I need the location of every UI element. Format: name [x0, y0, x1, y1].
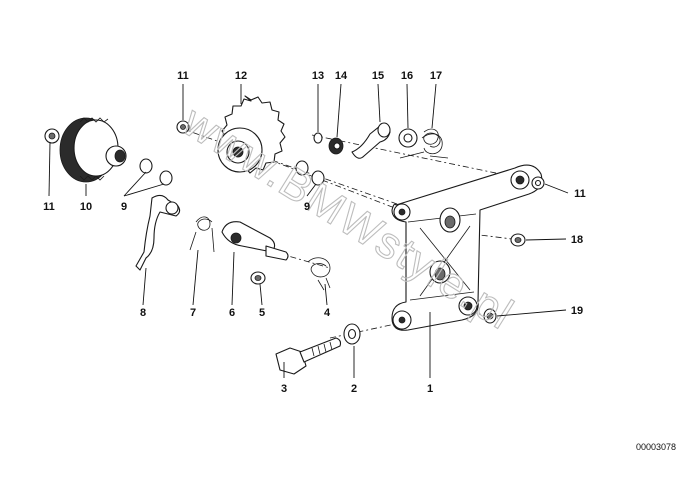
- callout-13: 13: [312, 70, 324, 82]
- parts-9-rings: [139, 158, 325, 186]
- callout-4: 4: [324, 307, 331, 319]
- part-12-large-sprocket: [176, 95, 286, 174]
- callout-labels: 1 2 3 4 5 6 7 8 9 9 10 11 11 11 12 13 14…: [43, 70, 586, 395]
- callout-5: 5: [259, 307, 265, 319]
- callout-6: 6: [229, 307, 235, 319]
- callout-11-left: 11: [43, 201, 55, 213]
- diagram-reference-code: 00003078: [635, 442, 676, 452]
- callout-1: 1: [427, 383, 433, 395]
- callout-10: 10: [80, 201, 92, 213]
- part-3-bolt: [275, 337, 342, 375]
- callout-9-right: 9: [304, 201, 310, 213]
- callout-7: 7: [190, 307, 196, 319]
- callout-18: 18: [571, 234, 583, 246]
- part-4-clip: [307, 257, 331, 291]
- callout-9-left: 9: [121, 201, 127, 213]
- part-6-shaft: [221, 221, 289, 261]
- parts-11-18-19-washers: [483, 176, 545, 324]
- parts-13-17-spring-lever-set: [313, 122, 449, 159]
- part-1-main-bracket: [391, 164, 543, 331]
- callout-19: 19: [571, 305, 583, 317]
- callout-8: 8: [140, 307, 146, 319]
- callout-16: 16: [401, 70, 413, 82]
- callout-3: 3: [281, 383, 287, 395]
- callout-12: 12: [235, 70, 247, 82]
- callout-11-top: 11: [177, 70, 189, 82]
- callout-17: 17: [430, 70, 442, 82]
- part-2-washer: [343, 323, 361, 345]
- part-10-sprocket-hub: [44, 117, 127, 183]
- part-8-lever: [135, 194, 181, 271]
- part-7-spring: [189, 216, 215, 253]
- callout-15: 15: [372, 70, 384, 82]
- leader-lines: [48, 83, 569, 378]
- part-5-nut: [250, 271, 266, 285]
- callout-11-right: 11: [574, 188, 586, 200]
- callout-2: 2: [351, 383, 357, 395]
- callout-14: 14: [335, 70, 348, 82]
